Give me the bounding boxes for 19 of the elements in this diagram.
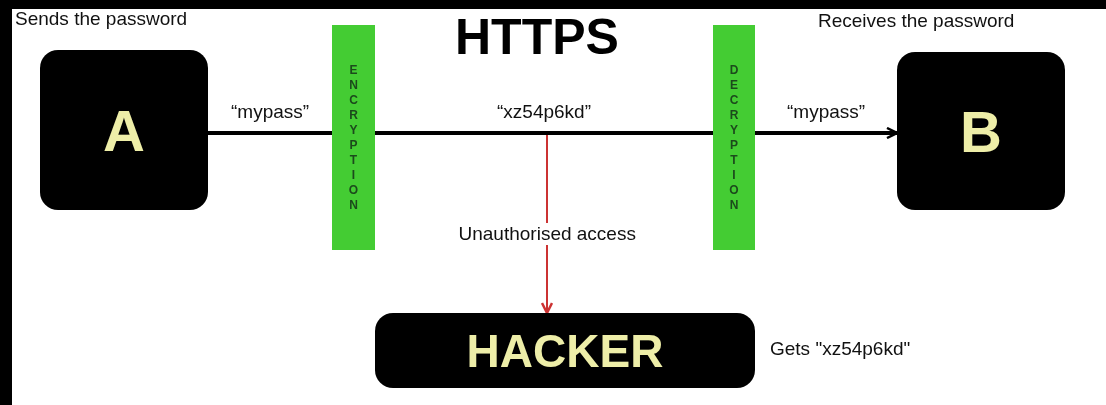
sender-box — [40, 50, 208, 210]
edge-label: “mypass” — [787, 101, 866, 123]
node-label: B — [960, 97, 1002, 165]
node-caption: Gets "xz54p6kd" — [770, 338, 911, 360]
edge-label: “mypass” — [231, 101, 310, 123]
node-label: A — [103, 96, 145, 164]
node-label: ENCRYPTION — [346, 62, 361, 213]
node-caption: Sends the password — [15, 8, 188, 30]
node-label: DECRYPTION — [727, 62, 741, 213]
decryption-bar — [713, 25, 755, 250]
arrow — [540, 134, 554, 315]
receiver-box — [897, 52, 1065, 210]
hacker-box — [375, 313, 755, 388]
title: HTTPS — [455, 8, 619, 66]
encryption-bar — [332, 25, 375, 250]
node-label: HACKER — [466, 323, 664, 378]
edge-label: “xz54p6kd” — [497, 101, 591, 123]
arrow — [755, 126, 899, 140]
node-caption: Receives the password — [818, 10, 1015, 32]
